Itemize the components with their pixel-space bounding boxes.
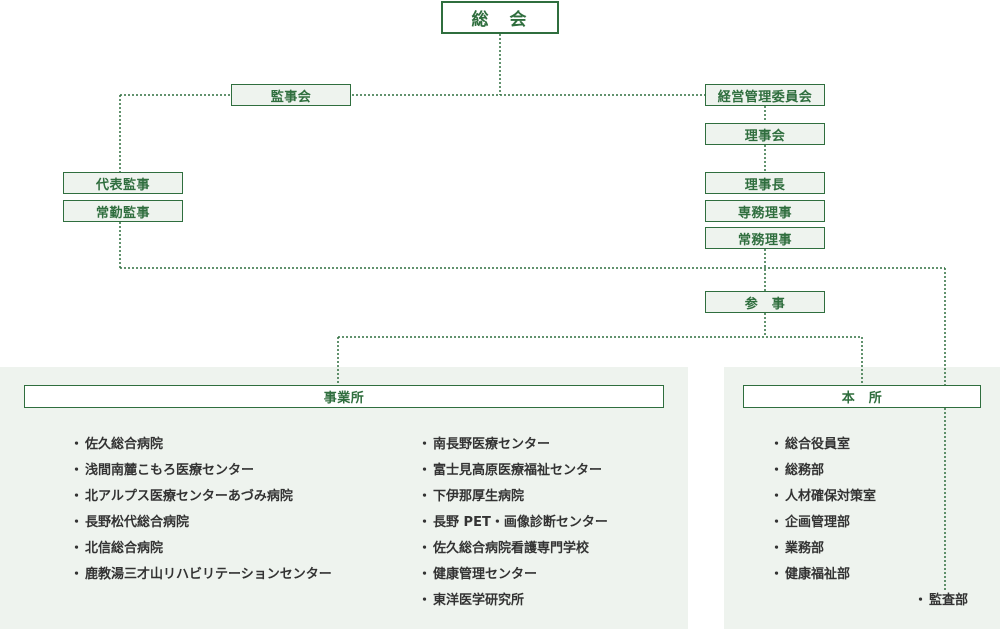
list-item: 鹿教湯三才山リハビリテーションセンター: [70, 562, 332, 588]
list-item: 佐久総合病院看護専門学校: [418, 536, 608, 562]
list-item: 人材確保対策室: [770, 484, 876, 510]
list-item: 下伊那厚生病院: [418, 484, 608, 510]
senior-director-box: 専務理事: [705, 200, 825, 222]
business-list-col1: 佐久総合病院 浅間南麓こもろ医療センター 北アルプス医療センターあづみ病院 長野…: [70, 432, 332, 588]
list-item: 総務部: [770, 458, 876, 484]
fulltime-auditor-box: 常勤監事: [63, 200, 183, 222]
list-item: 浅間南麓こもろ医療センター: [70, 458, 332, 484]
list-item: 企画管理部: [770, 510, 876, 536]
headquarters-header: 本 所: [743, 385, 981, 408]
managing-director-box: 常務理事: [705, 227, 825, 249]
list-item: 佐久総合病院: [70, 432, 332, 458]
list-item: 北アルプス医療センターあづみ病院: [70, 484, 332, 510]
business-header: 事業所: [24, 385, 664, 408]
list-item: 南長野医療センター: [418, 432, 608, 458]
audit-board-box: 監事会: [231, 84, 351, 106]
list-item: 健康福祉部: [770, 562, 876, 588]
list-item: 東洋医学研究所: [418, 588, 608, 614]
chairman-box: 理事長: [705, 172, 825, 194]
business-list-col2: 南長野医療センター 富士見高原医療福祉センター 下伊那厚生病院 長野 PET・画…: [418, 432, 608, 614]
list-item: 長野松代総合病院: [70, 510, 332, 536]
list-item: 総合役員室: [770, 432, 876, 458]
list-item: 北信総合病院: [70, 536, 332, 562]
list-item: 長野 PET・画像診断センター: [418, 510, 608, 536]
general-assembly-box: 総 会: [441, 1, 559, 34]
audit-department-label: 監査部: [914, 589, 968, 608]
list-item: 健康管理センター: [418, 562, 608, 588]
headquarters-list: 総合役員室 総務部 人材確保対策室 企画管理部 業務部 健康福祉部: [770, 432, 876, 588]
representative-auditor-box: 代表監事: [63, 172, 183, 194]
list-item: 業務部: [770, 536, 876, 562]
councilor-box: 参 事: [705, 291, 825, 313]
list-item: 富士見高原医療福祉センター: [418, 458, 608, 484]
board-of-directors-box: 理事会: [705, 123, 825, 145]
management-committee-box: 経営管理委員会: [705, 84, 825, 106]
